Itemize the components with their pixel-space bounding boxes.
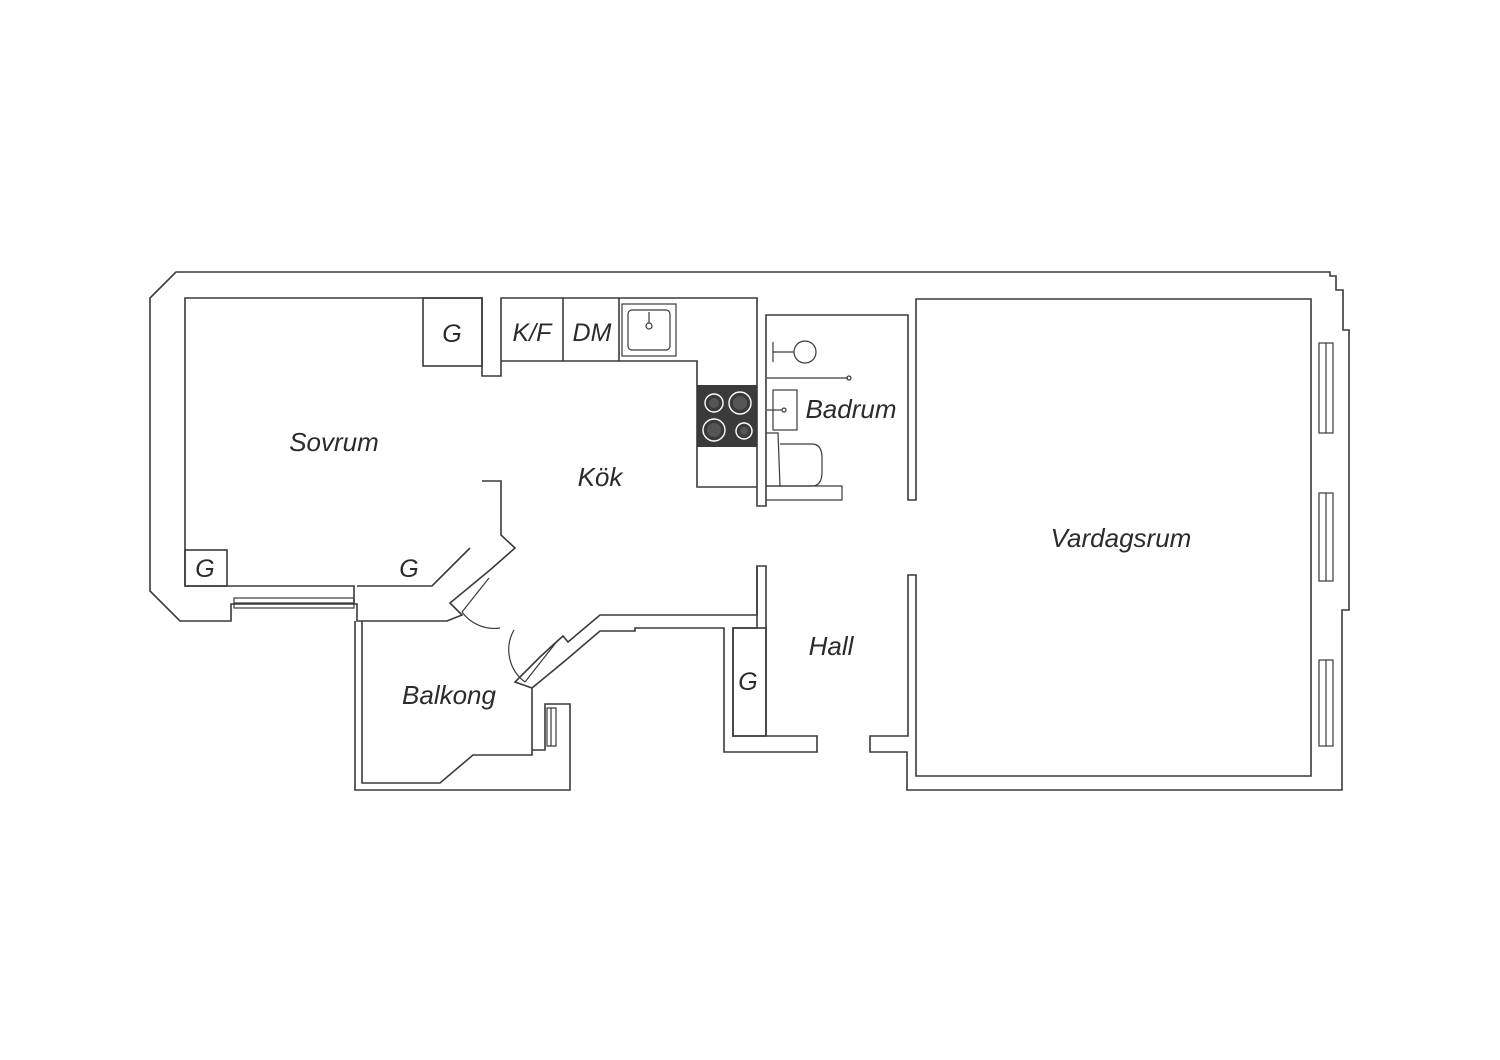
balcony-door-swing-2 (508, 629, 559, 683)
wardrobe-label: G (738, 668, 757, 696)
wardrobe-hall (732, 627, 767, 737)
room-label-balkong: Balkong (402, 680, 496, 710)
wardrobe-label: G (442, 320, 461, 348)
fridge-freezer-label: K/F (513, 319, 554, 347)
balcony-rail (361, 621, 533, 784)
wardrobe-sovrum-top (422, 297, 483, 367)
room-label-sovrum: Sovrum (289, 427, 379, 457)
room-label-kok: Kök (578, 462, 625, 492)
balcony-door-swing (461, 577, 501, 629)
room-label-badrum: Badrum (805, 394, 896, 424)
interior-wall-sovrum-bottom (357, 547, 471, 587)
room-label-hall: Hall (809, 631, 855, 661)
shower-icon (767, 340, 852, 381)
outer-wall (149, 271, 1350, 791)
sink-icon (621, 303, 677, 357)
wardrobe-sovrum-corner (184, 549, 228, 587)
balcony-window-frame (546, 707, 557, 747)
stove-icon (697, 385, 757, 447)
wardrobe-label: G (399, 555, 418, 583)
interior-wall-kitchen (354, 480, 517, 622)
toilet-icon (766, 432, 843, 501)
kitchen-lower-wall (513, 566, 758, 689)
vardagsrum-windows (1318, 342, 1334, 747)
room-label-vardagsrum: Vardagsrum (1051, 523, 1192, 553)
washbasin-icon (767, 389, 798, 431)
dishwasher-label: DM (573, 319, 612, 347)
wardrobe-label: G (195, 555, 214, 583)
